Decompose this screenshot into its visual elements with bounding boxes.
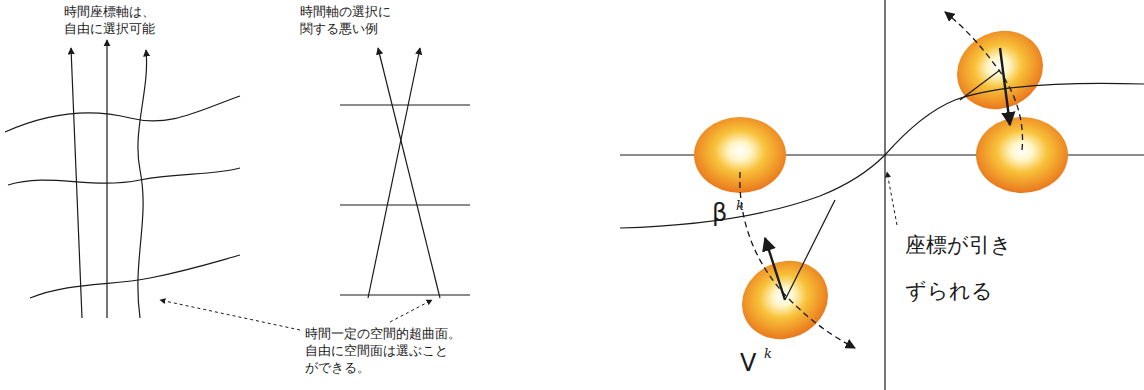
bad-example xyxy=(340,48,470,298)
index-superscript: k xyxy=(736,198,744,215)
drag-note: 座標が引き ずられる xyxy=(905,222,1012,314)
coordinate-axes xyxy=(620,0,1144,390)
index-superscript: k xyxy=(764,346,772,363)
vectors xyxy=(765,48,1010,300)
hypersurface-note: 時間一定の空間的超曲面。 自由に空間面は選ぶこと ができる。 xyxy=(305,326,461,377)
time-axes xyxy=(71,40,147,318)
stars xyxy=(694,17,1068,353)
bad-example-note: 時間軸の選択に 関する悪い例 xyxy=(300,4,391,38)
orbit-arrows xyxy=(740,12,1023,348)
velocity-symbol: V xyxy=(740,348,756,379)
shift-symbol: β xyxy=(712,198,727,229)
leader-line xyxy=(887,172,897,225)
axis-note: 時間座標軸は、 自由に選択可能 xyxy=(64,4,155,38)
leader-lines xyxy=(160,300,432,330)
hypersurface-grid xyxy=(5,96,240,298)
coordinate-curve xyxy=(620,70,1144,300)
